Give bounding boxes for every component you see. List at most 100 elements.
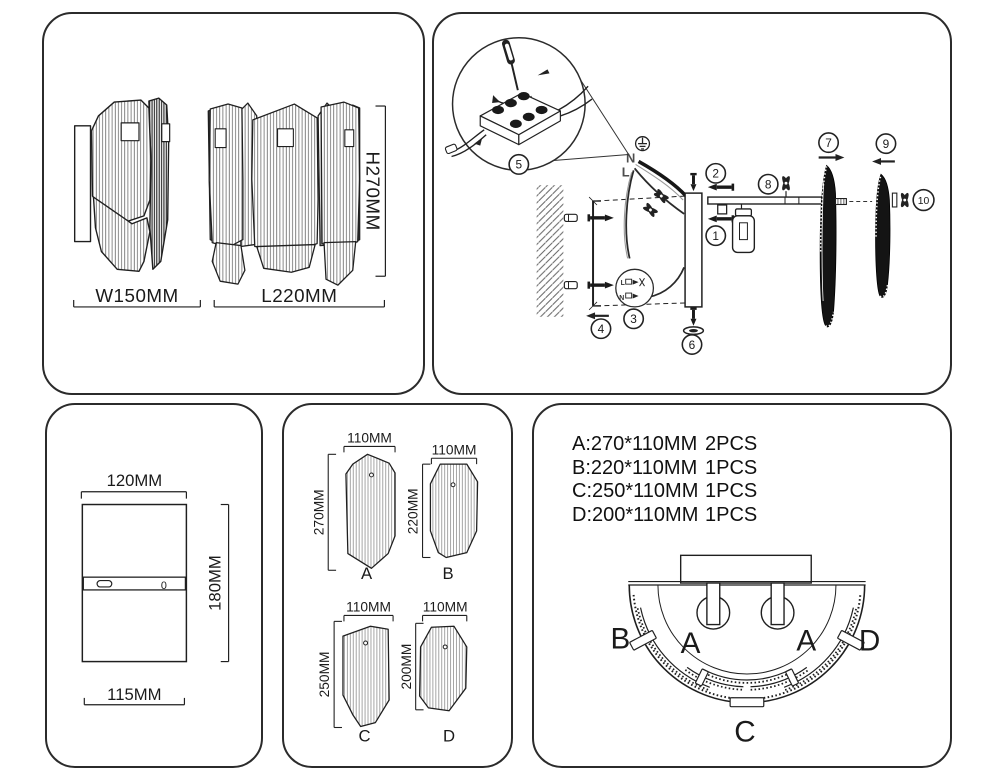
svg-text:110MM: 110MM <box>432 442 477 457</box>
bulb-sockets-top-view <box>696 582 795 630</box>
step-1-badge: 1 <box>705 225 727 247</box>
svg-text:250MM: 250MM <box>317 652 332 698</box>
parts-list-row: B:220*110MM 1PCS <box>572 457 757 481</box>
lamp-column <box>682 172 705 338</box>
wall-plate <box>73 125 92 243</box>
crystal-b-drawing: 110MM 220MM B <box>406 442 479 583</box>
connector <box>625 292 633 299</box>
clip-b <box>629 630 657 651</box>
step-9-badge: 9 <box>875 133 897 155</box>
svg-text:200MM: 200MM <box>399 644 414 690</box>
crystal-c-width-dimension: 110MM <box>343 600 394 622</box>
crystal-a-width-dimension: 110MM <box>343 431 396 453</box>
crystal-a-right-arc <box>750 666 808 688</box>
panel-installation-diagram: 4 N L <box>432 12 952 395</box>
step-8-badge: 8 <box>757 173 779 195</box>
part-qty: 1PCS <box>705 480 758 502</box>
svg-text:220MM: 220MM <box>406 488 421 534</box>
hanging-hole <box>369 472 374 478</box>
crystal-panel-9 <box>875 173 891 298</box>
crystal-panel-center <box>251 103 319 252</box>
decorative-nut-10 <box>899 191 911 209</box>
crystal-d-height-dimension: 200MM <box>399 622 424 711</box>
crystal-d-width-dimension: 110MM <box>422 600 468 622</box>
column-screw-top <box>690 172 697 192</box>
svg-text:10: 10 <box>918 196 930 207</box>
crystal-a-left-arc <box>686 666 744 688</box>
mounting-hole <box>161 123 171 143</box>
width-label: W150MM <box>95 285 178 306</box>
crystal-lower <box>211 241 246 285</box>
installation-diagram: 4 N L <box>444 37 935 356</box>
crystal-a-drawing: 110MM 270MM A <box>311 431 396 583</box>
crystal-b-label: B <box>443 564 454 583</box>
mounting-hole <box>214 128 227 149</box>
part-qty: 1PCS <box>705 503 758 526</box>
column-screw-bottom <box>690 307 697 326</box>
width-dimension: W150MM <box>73 285 201 308</box>
crystal-c-height-dimension: 250MM <box>317 620 342 729</box>
step-7-arrow <box>818 154 845 161</box>
product-dimensions-drawing: W150MM L220MM H270MM <box>73 97 386 308</box>
panel-crystal-sizes: 110MM 270MM A 110MM 220MM <box>282 403 513 768</box>
wire-ferrule <box>444 143 458 155</box>
wall-anchor <box>563 280 578 290</box>
svg-text:9: 9 <box>883 137 890 151</box>
mounting-hole <box>276 128 294 148</box>
part-spec: A:270*110MM <box>572 433 698 455</box>
top-width-label: 120MM <box>107 471 163 490</box>
mounting-screw <box>587 214 614 222</box>
crystal-sizes-drawing: 110MM 270MM A 110MM 220MM <box>311 431 479 745</box>
socket-hanger <box>706 582 721 626</box>
clip-c <box>729 697 765 708</box>
neutral-wire-label: N <box>626 150 635 165</box>
crystal-lower <box>323 240 357 286</box>
svg-text:110MM: 110MM <box>346 600 391 615</box>
panel-product-dimensions: W150MM L220MM H270MM <box>42 12 425 395</box>
hanging-hole <box>450 482 456 488</box>
svg-text:1: 1 <box>712 229 719 243</box>
arm-curve <box>637 159 688 198</box>
height-dimension: H270MM <box>363 105 386 277</box>
terminal-wires <box>451 85 593 158</box>
svg-text:110MM: 110MM <box>347 431 392 446</box>
svg-text:2: 2 <box>712 167 719 181</box>
svg-text:5: 5 <box>516 158 523 172</box>
svg-text:110MM: 110MM <box>423 600 468 615</box>
panel-backplate-dimensions: 0 120MM 115MM 180MM <box>45 403 263 768</box>
bulb-socket <box>731 203 756 254</box>
decorative-nut-8 <box>780 174 792 192</box>
crystal-c-drawing: 110MM 250MM C <box>317 600 394 745</box>
mounting-hole <box>344 129 355 148</box>
part-qty: 2PCS <box>705 433 758 455</box>
end-pin <box>891 192 898 208</box>
front-view-drawing <box>207 101 361 286</box>
bottom-width-dimension: 115MM <box>83 685 186 706</box>
crystal-a-height-dimension: 270MM <box>311 453 337 571</box>
fixing-screw-2 <box>707 183 735 191</box>
wall-section <box>536 185 578 317</box>
crystal-c-label: C <box>359 726 371 745</box>
top-view-label-a-right: A <box>796 624 816 657</box>
wire-nut-icon <box>640 200 661 220</box>
body-arcs <box>628 585 866 704</box>
top-view-label-d: D <box>859 624 880 657</box>
length-dimension: L220MM <box>213 285 386 308</box>
crystal-panel-lower <box>92 196 151 272</box>
clip-d <box>837 630 865 651</box>
part-spec: D:200*110MM <box>572 503 699 526</box>
socket-hanger <box>770 582 785 626</box>
crystal-panel-7 <box>819 164 837 328</box>
step-2-badge: 2 <box>705 162 727 184</box>
terminal-detail-callout: 5 <box>444 37 593 175</box>
crystal-d-label: D <box>443 726 455 745</box>
svg-text:3: 3 <box>630 312 637 326</box>
connector <box>625 278 633 285</box>
crystal-b-height-dimension: 220MM <box>406 463 431 559</box>
part-spec: B:220*110MM <box>572 456 698 479</box>
part-qty: 1PCS <box>705 456 758 479</box>
live-wire-label: L <box>622 164 630 179</box>
wiring <box>623 159 688 298</box>
svg-text:8: 8 <box>765 177 772 191</box>
